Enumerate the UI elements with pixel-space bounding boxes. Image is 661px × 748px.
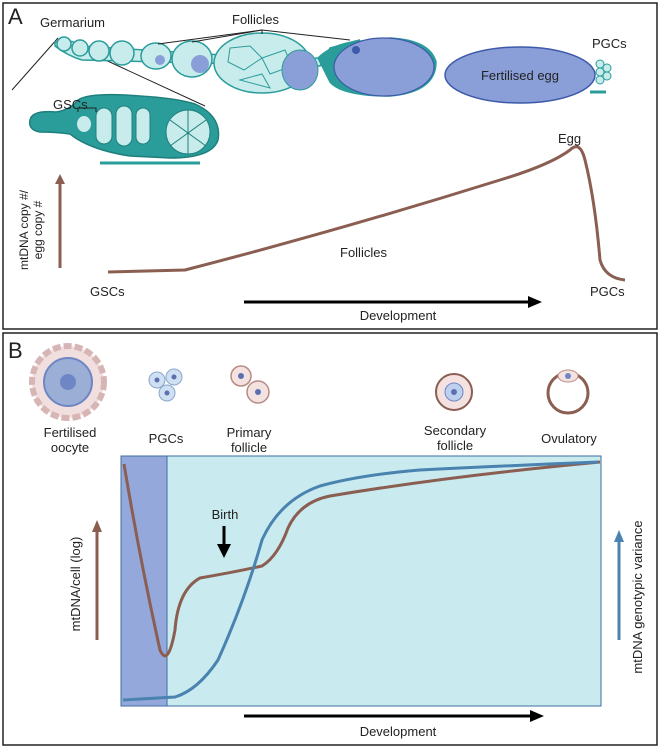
panel-b-frame xyxy=(2,332,658,746)
stage-fertilised-line1: Fertilised xyxy=(44,425,97,440)
genotypic-variance-curve xyxy=(122,460,599,702)
panel-a-copy-curve xyxy=(107,145,626,282)
panel-a-pgcs-label: PGCs xyxy=(590,284,625,299)
panel-b-ylabel-left: mtDNA/cell (log) xyxy=(68,537,83,632)
stage-secondary-line2: follicle xyxy=(437,438,473,453)
pgcs-icon xyxy=(148,368,183,402)
panel-b-left-arrowhead xyxy=(92,520,102,532)
panel-b-xlabel: Development xyxy=(360,724,437,739)
secondary-follicle-icon xyxy=(435,373,473,411)
follicles-leader-2 xyxy=(191,29,263,43)
fertilised-oocyte-icon xyxy=(29,343,107,421)
stage-ovulatory: Ovulatory xyxy=(541,431,597,446)
panel-a-letter: A xyxy=(8,4,23,29)
fertilised-egg-label: Fertilised egg xyxy=(481,68,559,83)
germarium-inset xyxy=(28,93,220,165)
stage-primary-line2: follicle xyxy=(231,440,267,455)
fertilised-egg-shape xyxy=(444,46,596,104)
panel-b-x-arrowhead xyxy=(530,710,544,722)
birth-label: Birth xyxy=(212,507,239,522)
gscs-bracket xyxy=(77,107,97,112)
panel-b-right-arrowhead xyxy=(614,530,624,542)
panel-b-ylabel-right: mtDNA genotypic variance xyxy=(630,520,645,673)
gscs-inset-label: GSCs xyxy=(53,97,88,112)
stage-fertilised-line2: oocyte xyxy=(51,440,89,455)
panel-a-y-arrowhead xyxy=(55,174,65,184)
panel-a-xlabel: Development xyxy=(360,308,437,323)
germarium-leader-left xyxy=(11,37,59,91)
pgcs-top-label: PGCs xyxy=(592,36,627,51)
follicles-leader-4 xyxy=(261,29,351,41)
panel-a-x-arrowhead xyxy=(528,296,542,308)
panel-b-letter: B xyxy=(8,338,23,363)
stage-pgcs: PGCs xyxy=(149,431,184,446)
panel-a-ylabel-line1: mtDNA copy #/ xyxy=(17,189,31,270)
panel-a-egg-label: Egg xyxy=(558,131,581,146)
stage-primary-line1: Primary xyxy=(227,425,272,440)
mtdna-per-cell-curve xyxy=(122,460,601,658)
panel-a-follicles-label: Follicles xyxy=(340,245,387,260)
panel-a-ylabel: mtDNA copy #/ egg copy # xyxy=(17,189,45,270)
germarium-label: Germarium xyxy=(40,15,105,30)
stage-secondary-line1: Secondary xyxy=(424,423,487,438)
panel-b-plot-area xyxy=(120,455,602,707)
panel-a-ylabel-line2: egg copy # xyxy=(31,200,45,259)
ovariole-illustration xyxy=(54,32,437,97)
pgc-cluster xyxy=(595,59,612,85)
follicles-leader-1 xyxy=(157,29,263,45)
follicles-top-label: Follicles xyxy=(232,12,279,27)
panel-a-gscs-label: GSCs xyxy=(90,284,125,299)
primary-follicle-icon xyxy=(230,365,270,404)
birth-arrowhead xyxy=(217,544,231,558)
panel-a-frame xyxy=(2,2,658,330)
ovulatory-follicle-icon xyxy=(546,369,590,415)
